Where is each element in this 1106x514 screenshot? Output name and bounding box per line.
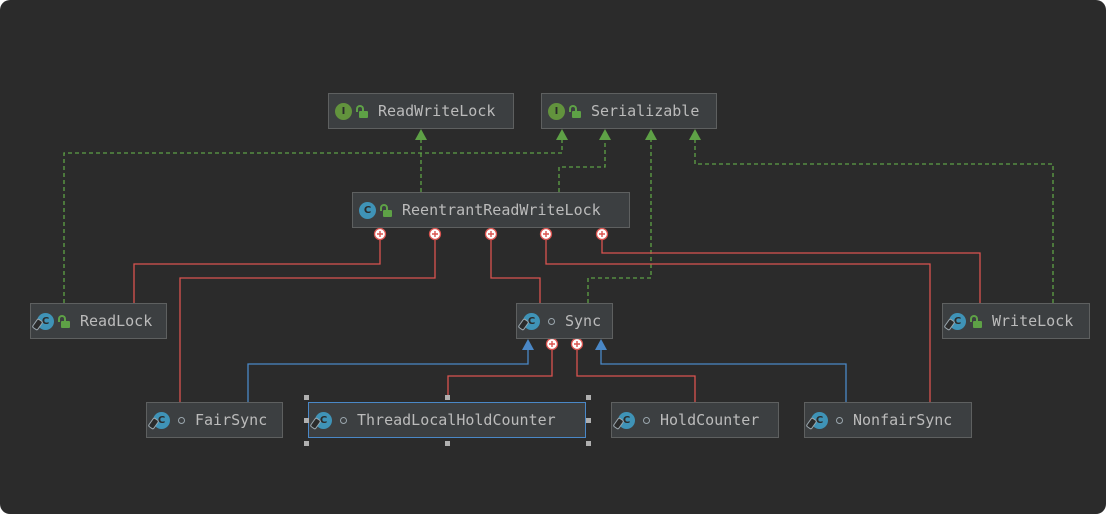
plus-sign-icon — [599, 231, 605, 237]
static-class-icon: C — [153, 411, 170, 429]
class-icon: C — [359, 201, 376, 219]
node-writelock[interactable]: C WriteLock — [942, 303, 1090, 339]
edge-realization-writelock-ser[interactable] — [694, 137, 1054, 303]
node-rwl[interactable]: I ReadWriteLock — [328, 93, 514, 129]
selection-handle[interactable] — [304, 395, 309, 400]
node-label: Serializable — [591, 102, 700, 120]
package-private-icon — [340, 416, 347, 424]
plus-sign-icon — [574, 341, 580, 347]
node-sync[interactable]: C Sync — [516, 303, 613, 339]
edge-inner-holdcounter-sync[interactable] — [576, 346, 696, 402]
selection-handle[interactable] — [304, 441, 309, 446]
edge-inner-readlock-rrwl[interactable] — [133, 236, 381, 303]
node-readlock[interactable]: C ReadLock — [30, 303, 167, 339]
static-class-icon: C — [811, 411, 828, 429]
node-label: WriteLock — [992, 312, 1074, 330]
static-class-icon: C — [315, 411, 332, 429]
arrowhead-icon — [415, 129, 427, 140]
plus-sign-icon — [377, 231, 383, 237]
node-holdcounter[interactable]: C HoldCounter — [611, 402, 779, 438]
edge-realization-rrwl-ser[interactable] — [558, 137, 606, 192]
package-private-icon — [548, 317, 555, 325]
package-private-icon — [643, 416, 650, 424]
node-ser[interactable]: I Serializable — [541, 93, 717, 129]
node-label: ReentrantReadWriteLock — [402, 201, 601, 219]
node-label: ReadWriteLock — [378, 102, 496, 120]
selection-handle[interactable] — [586, 418, 591, 423]
edge-inner-tlhc-sync[interactable] — [447, 346, 553, 398]
node-nonfairsync[interactable]: C NonfairSync — [804, 402, 972, 438]
static-class-icon: C — [618, 411, 635, 429]
arrowhead-icon — [599, 129, 611, 140]
node-label: HoldCounter — [660, 411, 760, 429]
node-fairsync[interactable]: C FairSync — [146, 402, 283, 438]
selection-handle[interactable] — [445, 395, 450, 400]
static-class-icon: C — [949, 312, 966, 330]
arrowhead-icon — [556, 129, 568, 140]
selection-handle[interactable] — [304, 418, 309, 423]
edge-inheritance-nonfairsync-sync[interactable] — [600, 347, 847, 402]
node-rrwl[interactable]: C ReentrantReadWriteLock — [352, 192, 630, 228]
arrowhead-icon — [689, 129, 701, 140]
node-label: FairSync — [195, 411, 268, 429]
abstract-static-class-icon: C — [523, 312, 540, 330]
node-tlhc[interactable]: C ThreadLocalHoldCounter — [308, 402, 586, 438]
edge-realization-readlock-ser[interactable] — [63, 137, 563, 303]
static-class-icon: C — [37, 312, 54, 330]
public-lock-icon — [569, 104, 581, 118]
selection-handle[interactable] — [586, 395, 591, 400]
selection-handle[interactable] — [445, 441, 450, 446]
interface-icon: I — [548, 102, 565, 120]
edge-inner-sync-rrwl[interactable] — [490, 236, 541, 303]
edge-inheritance-fairsync-sync[interactable] — [247, 347, 529, 402]
public-lock-icon — [970, 314, 982, 328]
node-label: Sync — [565, 312, 602, 330]
plus-sign-icon — [488, 231, 494, 237]
arrowhead-icon — [595, 339, 607, 350]
package-private-icon — [178, 416, 185, 424]
package-private-icon — [836, 416, 843, 424]
edge-inner-nonfairsync-rrwl[interactable] — [545, 236, 931, 402]
edge-realization-sync-ser[interactable] — [587, 137, 652, 303]
public-lock-icon — [58, 314, 70, 328]
arrowhead-icon — [645, 129, 657, 140]
plus-sign-icon — [432, 231, 438, 237]
selection-handle[interactable] — [586, 441, 591, 446]
node-label: ThreadLocalHoldCounter — [357, 411, 556, 429]
public-lock-icon — [380, 203, 392, 217]
arrowhead-icon — [522, 339, 534, 350]
node-label: ReadLock — [80, 312, 153, 330]
edge-inner-fairsync-rrwl[interactable] — [179, 236, 436, 402]
plus-sign-icon — [549, 341, 555, 347]
public-lock-icon — [356, 104, 368, 118]
plus-sign-icon — [543, 231, 549, 237]
node-label: NonfairSync — [853, 411, 953, 429]
interface-icon: I — [335, 102, 352, 120]
edge-inner-writelock-rrwl[interactable] — [601, 236, 981, 303]
